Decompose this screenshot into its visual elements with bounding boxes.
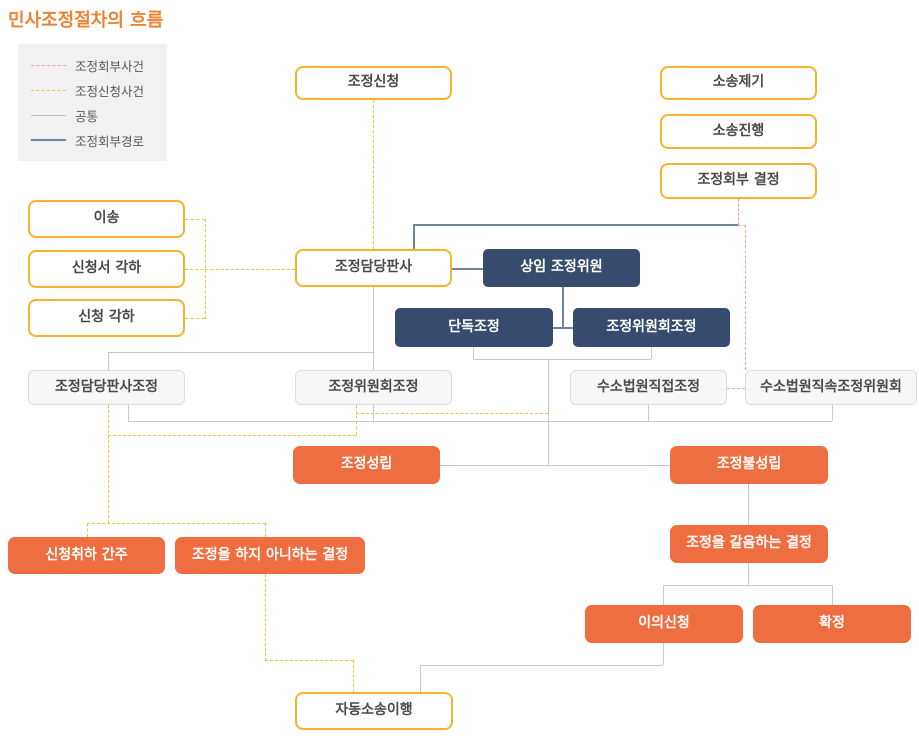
connector-line [185,269,295,270]
connector-line [373,405,374,421]
connector-line [128,405,129,421]
node-mediation-judge: 조정담당판사 [295,249,452,287]
legend-line-swatch-application-case [31,89,66,91]
node-objection-application: 이의신청 [585,605,743,643]
node-mediation-referral-decision: 조정회부 결정 [660,163,817,199]
connector-line [553,327,573,329]
connector-line [651,347,652,359]
connector-line [440,465,670,466]
connector-line [473,347,474,359]
connector-line [420,665,663,666]
connector-line [832,405,833,421]
node-application-rejection: 신청 각하 [28,299,185,337]
connector-line [663,585,664,605]
legend-item-referral-case: 조정회부사건 [18,56,167,75]
connector-line [373,287,374,370]
node-standing-mediation-commissioner: 상임 조정위원 [483,249,640,287]
connector-line [548,359,549,466]
connector-line [748,484,749,525]
connector-line [420,665,421,692]
node-mediation-established: 조정성립 [293,446,440,484]
legend-label: 조정신청사건 [75,83,145,99]
connector-line [128,421,832,422]
connector-line [87,523,265,524]
node-trial-court-committee: 수소법원직속조정위원회 [745,370,917,405]
legend-line-swatch-referral-route [31,139,66,141]
connector-line [373,100,374,249]
connector-line [265,574,266,661]
node-decision-not-to-mediate: 조정을 하지 아니하는 결정 [175,537,365,574]
connector-line [452,268,483,270]
legend-label: 공통 [75,108,99,124]
connector-line [265,660,353,661]
legend-item-referral-route: 조정회부경로 [18,131,167,150]
node-mediation-application: 조정신청 [295,66,452,100]
node-lawsuit-proceeding: 소송진행 [660,114,817,149]
connector-line [185,219,205,220]
connector-line [108,405,109,523]
node-trial-court-direct-mediation: 수소법원직접조정 [570,370,727,405]
legend-line-swatch-common [31,114,66,116]
connector-line [356,413,548,414]
node-mediation-committee-gray: 조정위원회조정 [295,370,452,405]
connector-line [738,225,746,226]
connector-line [108,352,373,353]
connector-line [108,352,109,370]
node-application-withdrawal-deemed: 신청취하 간주 [8,537,165,574]
legend-label: 조정회부경로 [75,133,145,149]
connector-line [108,435,356,436]
legend-label: 조정회부사건 [75,58,145,74]
node-confirmation: 확정 [753,605,911,643]
connector-line [562,287,564,328]
connector-line [663,585,832,586]
node-mediation-judge-mediation: 조정담당판사조정 [28,370,185,405]
connector-line [356,405,357,435]
connector-line [353,660,354,692]
node-sole-mediation: 단독조정 [395,308,553,347]
connector-line [648,405,649,421]
node-decision-in-lieu-of-mediation: 조정을 갈음하는 결정 [670,525,828,563]
legend-item-common: 공통 [18,106,167,125]
node-mediation-committee-navy: 조정위원회조정 [573,308,730,347]
connector-line [738,199,739,225]
connector-line [663,643,664,665]
connector-line [832,585,833,605]
node-transfer: 이송 [28,200,185,238]
legend-item-application-case: 조정신청사건 [18,81,167,100]
connector-line [265,523,266,537]
connector-line [185,318,205,319]
connector-line [748,563,749,585]
connector-line [413,224,738,226]
page-title: 민사조정절차의 흐름 [8,10,164,31]
connector-line [745,225,746,370]
node-mediation-not-established: 조정불성립 [670,446,828,484]
node-lawsuit-filing: 소송제기 [660,66,817,100]
connector-line [727,388,745,389]
node-automatic-lawsuit-transition: 자동소송이행 [295,692,453,730]
connector-line [473,359,651,360]
legend-line-swatch-referral-case [31,64,66,66]
connector-line [87,523,88,537]
connector-line [413,224,415,249]
node-application-form-rejection: 신청서 각하 [28,250,185,288]
